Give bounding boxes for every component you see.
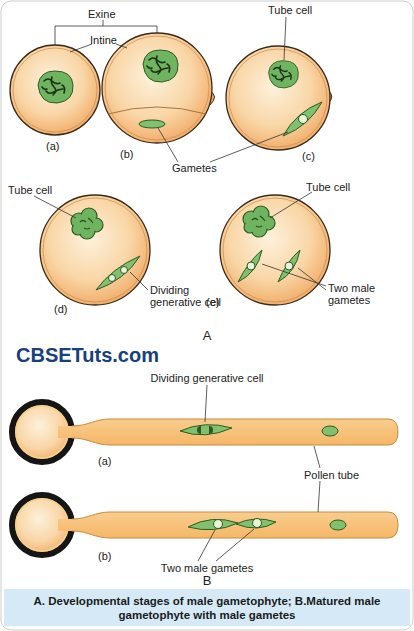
leader-lines (198, 385, 320, 561)
figure-caption: A. Developmental stages of male gametoph… (4, 594, 410, 622)
section-label: A (203, 330, 212, 342)
part-label: Tube cell (306, 181, 350, 193)
pollen-grain (220, 195, 330, 305)
stage-label: (d) (54, 303, 67, 315)
part-label: Tube cell (8, 184, 52, 196)
pollen-grain (102, 33, 215, 143)
leader-lines (34, 17, 326, 290)
section-label: B (203, 575, 212, 587)
part-label: Intine (90, 34, 117, 46)
part-label: Exine (88, 8, 116, 20)
part-label: Two male gametes (161, 562, 253, 574)
pollen-grain (226, 46, 332, 150)
stage-label: (e) (206, 296, 219, 308)
part-label: Two male gametes (328, 282, 400, 306)
pollen-tube (12, 402, 398, 462)
pollen-grain (10, 45, 100, 135)
stage-label: (a) (98, 455, 111, 467)
pollen-grain (40, 195, 150, 305)
part-label: Pollen tube (304, 469, 359, 481)
stage-label: (b) (120, 148, 133, 160)
watermark: CBSETuts.com (16, 343, 159, 367)
part-label: Tube cell (268, 4, 312, 16)
stage-label: (a) (46, 140, 59, 152)
caption-band: A. Developmental stages of male gametoph… (4, 589, 410, 626)
pollen-tube (12, 495, 398, 555)
stage-label: (b) (98, 550, 111, 562)
part-label: Gametes (172, 162, 217, 174)
stage-label: (c) (302, 150, 315, 162)
part-label: Dividing generative cell (150, 372, 263, 384)
